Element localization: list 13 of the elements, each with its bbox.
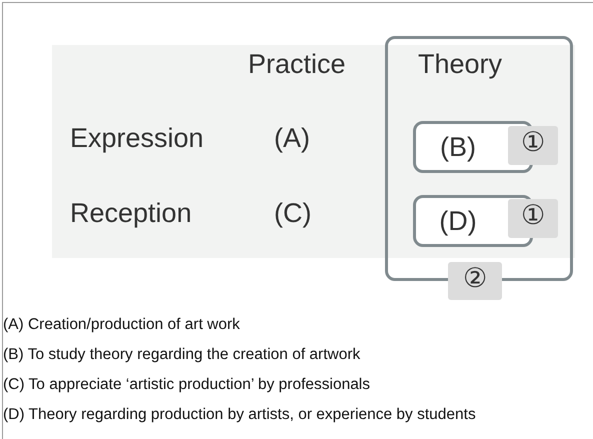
row-heading: Reception bbox=[70, 197, 192, 229]
cell-text: (A) bbox=[274, 122, 310, 154]
note-text: (B) To study theory regarding the creation of artwork bbox=[3, 345, 360, 365]
number-badge: ① bbox=[508, 199, 558, 238]
column-heading: Practice bbox=[248, 48, 346, 80]
note-text: (D) Theory regarding production by artists, or experience by students bbox=[3, 405, 476, 425]
number-badge: ① bbox=[508, 126, 558, 165]
number-badge: ② bbox=[448, 262, 502, 300]
column-heading: Theory bbox=[418, 49, 502, 80]
note-text: (A) Creation/production of art work bbox=[3, 315, 240, 335]
cell-text: (C) bbox=[274, 197, 312, 229]
row-heading: Expression bbox=[70, 122, 204, 154]
note-text: (C) To appreciate ‘artistic production’ by professionals bbox=[3, 375, 370, 395]
